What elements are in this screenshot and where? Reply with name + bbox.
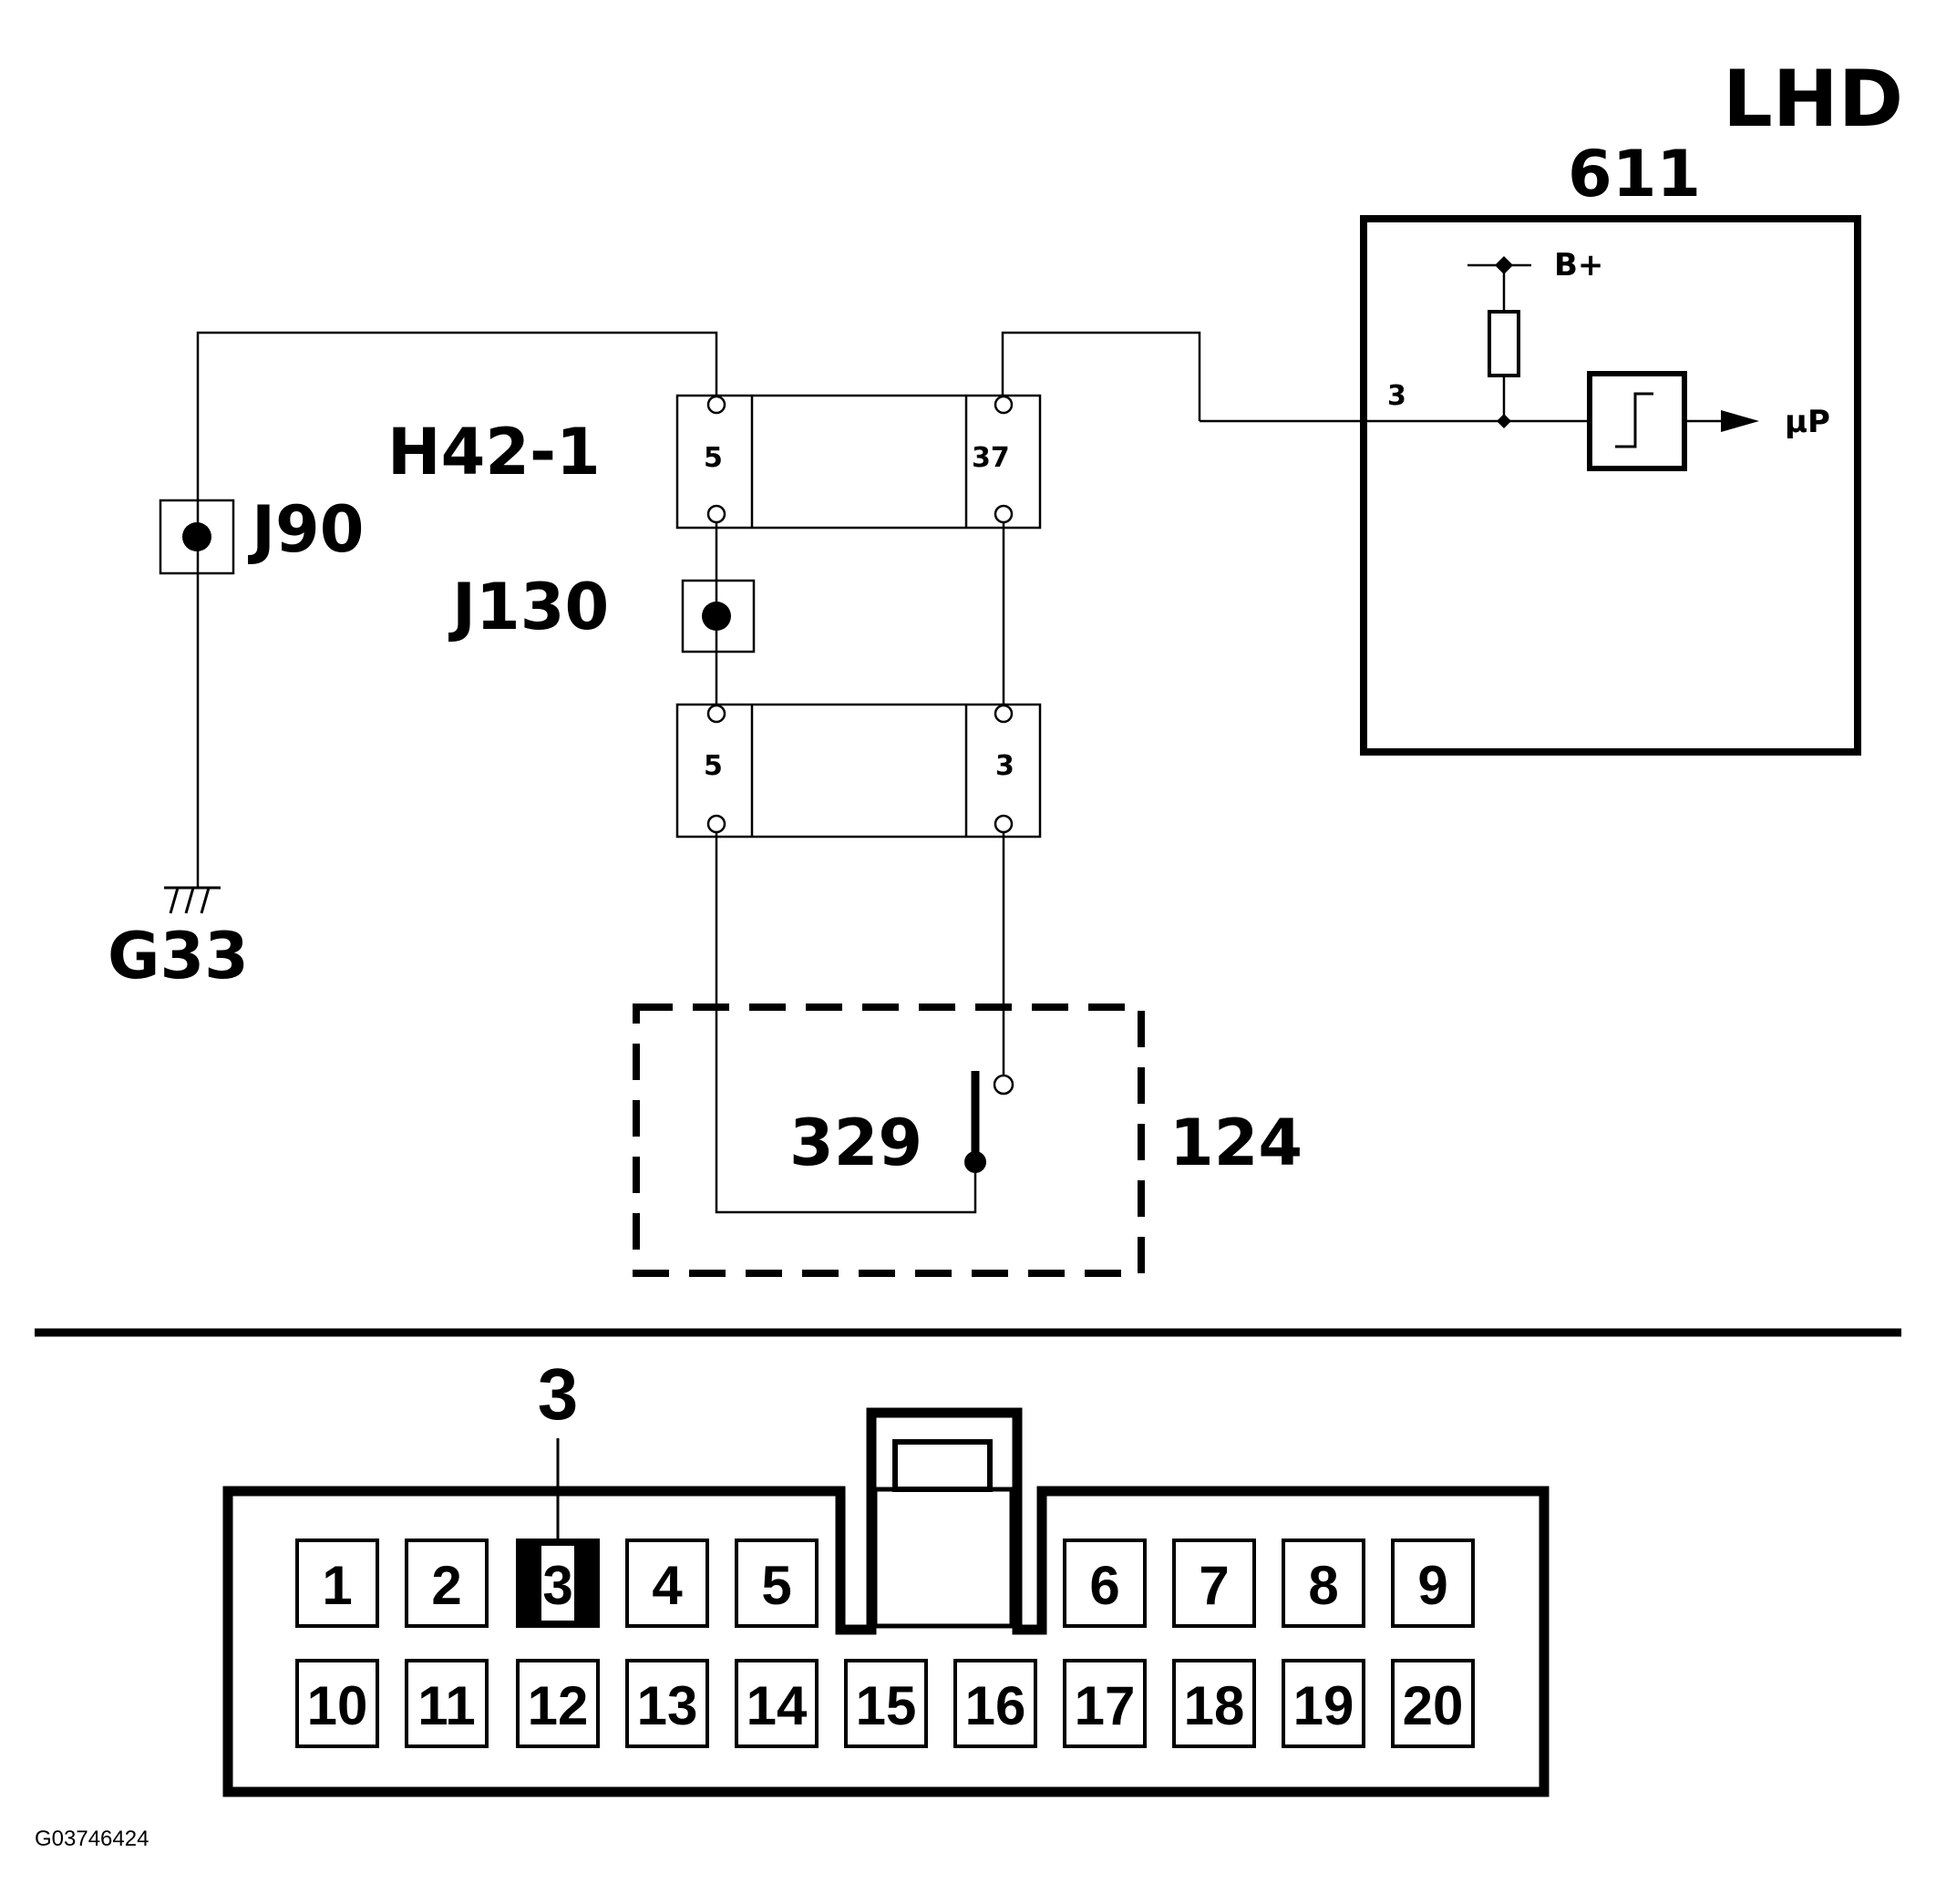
connector-pin-label: 12 [528,1675,589,1736]
splice-j130-label: J130 [448,570,609,644]
diagram-title: LHD [1723,54,1903,145]
connector-pin-label: 18 [1184,1675,1245,1736]
connector-cavity-1 [295,1539,379,1628]
pin-terminal [706,704,726,724]
module-611-box [1360,215,1861,756]
connector-cavity-6 [1063,1539,1147,1628]
buffer-symbol [1615,392,1653,448]
latch-body [872,1487,1014,1629]
connector-cavity-16 [953,1659,1037,1748]
switch-contact [993,1074,1014,1096]
h42-upper-pin-left: 5 [704,442,723,474]
module-label: 611 [1568,137,1701,211]
connector-pin-label: 14 [747,1675,808,1736]
connector-pin-label: 17 [1075,1675,1136,1736]
connector-pin-label: 4 [652,1555,683,1616]
h42-lower-connector [675,703,1042,839]
connector-cavity-9 [1391,1539,1475,1628]
connector-pin-label: 16 [965,1675,1026,1736]
pin-terminal [994,814,1014,834]
connector-cavity-5 [735,1539,819,1628]
pin-terminal [706,504,726,524]
component-124-box [633,1003,1145,1277]
splice-j90-box [159,499,235,575]
connector-cavity-17 [1063,1659,1147,1748]
connector-pin-label: 6 [1089,1555,1119,1616]
harness-connector-label: H42-1 [387,415,601,489]
connector-pin-label: 8 [1308,1555,1338,1616]
highlight-pin-callout: 3 [538,1353,579,1435]
output-label: µP [1785,404,1830,440]
splice-j130-dot [702,602,731,631]
connector-cavity-14 [735,1659,819,1748]
connector-pin-label: 13 [637,1675,698,1736]
connector-cavity-4 [625,1539,709,1628]
pin-terminal [994,504,1014,524]
connector-pin-label: 20 [1403,1675,1464,1736]
switch-pivot [964,1151,986,1173]
connector-pin-label: 7 [1199,1555,1229,1616]
figure-id: G03746424 [35,1827,149,1851]
connector-pin-label: 19 [1293,1675,1354,1736]
connector-cavity-8 [1282,1539,1365,1628]
splice-j90-label: J90 [248,492,364,567]
connector-pin-label: 5 [761,1555,791,1616]
connector-cavity-2 [405,1539,489,1628]
h42-lower-pin-left: 5 [704,750,723,782]
input-buffer-box [1587,371,1687,471]
connector-cavity-18 [1172,1659,1256,1748]
connector-cavity-15 [844,1659,928,1748]
bplus-label: B+ [1554,247,1603,283]
highlighted-cavity-window [541,1546,574,1621]
connector-housing [222,1407,1550,1797]
connector-pin-label: 10 [307,1675,368,1736]
h42-lower-pin-right: 3 [995,750,1014,782]
connector-cavity-12 [516,1659,600,1748]
connector-pin-label: 15 [856,1675,917,1736]
ground-label: G33 [108,919,249,993]
connector-latch [892,1439,993,1492]
connector-cavity-19 [1282,1659,1365,1748]
connector-pin-label: 1 [322,1555,352,1616]
connector-pin-label: 2 [431,1555,461,1616]
connector-cavity-7 [1172,1539,1256,1628]
module-pin-label: 3 [1387,380,1406,412]
connector-pin-label: 3 [542,1555,572,1616]
component-inner-label: 329 [789,1106,922,1180]
connector-cavity-20 [1391,1659,1475,1748]
output-arrow-icon [1721,410,1759,432]
wire-37-to-module [1001,331,1201,421]
h42-upper-pin-right: 37 [972,442,1010,474]
connector-cavity-13 [625,1659,709,1748]
pin-terminal [706,814,726,834]
connector-cavity-10 [295,1659,379,1748]
splice-j130-box [681,579,756,654]
component-label: 124 [1169,1106,1303,1180]
h42-upper-connector [675,394,1042,530]
pullup-resistor [1488,310,1520,377]
splice-j90-dot [182,522,211,551]
connector-cavity-11 [405,1659,489,1748]
pin-terminal [994,395,1014,415]
pin-terminal [706,395,726,415]
pin-terminal [994,704,1014,724]
ground-wire [196,331,718,875]
wire-to-switch-common [715,832,977,1214]
connector-pin-label: 11 [417,1675,475,1736]
connector-pin-label: 9 [1417,1555,1447,1616]
